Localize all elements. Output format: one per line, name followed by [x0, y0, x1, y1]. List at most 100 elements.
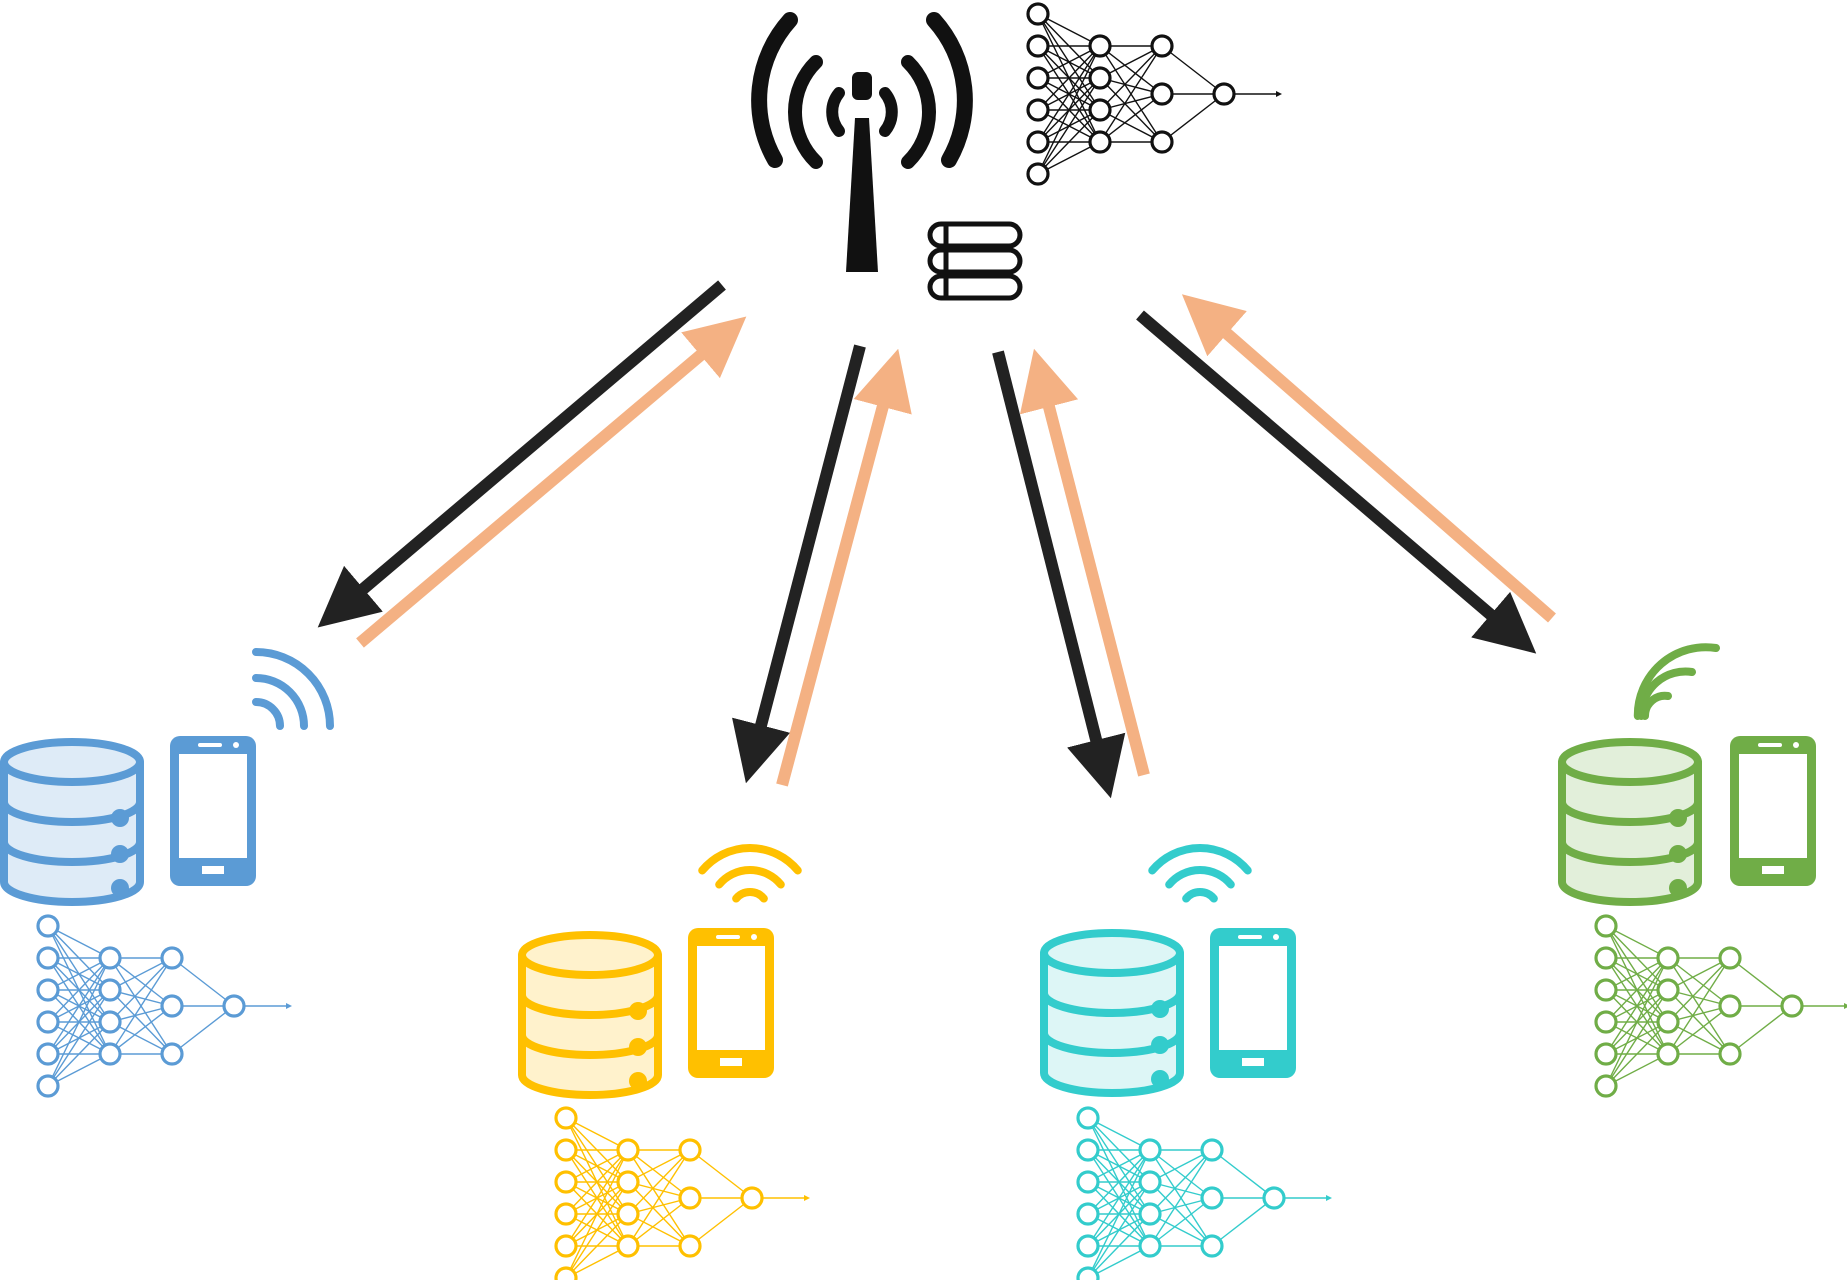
nn-connections — [565, 1117, 810, 1279]
neural-network-icon — [554, 1106, 810, 1280]
nn-node — [160, 946, 184, 970]
nn-node — [1076, 1266, 1100, 1280]
nn-node — [1150, 130, 1174, 154]
wifi-icon — [1148, 844, 1252, 903]
nn-node — [98, 978, 122, 1002]
smartphone-icon — [170, 736, 256, 886]
antenna-tower-icon — [751, 12, 973, 272]
nn-node — [554, 1234, 578, 1258]
nn-node — [1026, 2, 1050, 26]
smartphone-icon — [688, 928, 774, 1078]
nn-nodes — [1594, 914, 1804, 1098]
communication-links — [317, 280, 1556, 799]
nn-node — [1594, 914, 1618, 938]
nn-node — [1076, 1170, 1100, 1194]
wifi-icon — [1633, 643, 1720, 720]
nn-node — [1200, 1138, 1224, 1162]
nn-node — [1656, 946, 1680, 970]
nn-node — [1088, 98, 1112, 122]
downlink-arrow-client-1 — [317, 280, 726, 628]
downlink-arrow-client-4 — [1136, 310, 1537, 654]
server-stack-icon — [927, 221, 1023, 301]
nn-node — [1656, 978, 1680, 1002]
nn-node — [1780, 994, 1804, 1018]
nn-node — [616, 1138, 640, 1162]
smartphone-icon — [1730, 736, 1816, 886]
nn-node — [160, 1042, 184, 1066]
nn-node — [1200, 1186, 1224, 1210]
nn-node — [1026, 162, 1050, 186]
neural-network-icon — [1026, 2, 1282, 186]
nn-node — [616, 1170, 640, 1194]
uplink-arrow-client-4 — [1181, 294, 1556, 623]
smartphone-icon — [1210, 928, 1296, 1078]
nn-node — [1594, 946, 1618, 970]
nn-node — [1138, 1234, 1162, 1258]
nn-nodes — [36, 914, 246, 1098]
nn-node — [1594, 1074, 1618, 1098]
neural-network-icon — [1076, 1106, 1332, 1280]
nn-node — [1076, 1234, 1100, 1258]
nn-node — [1718, 946, 1742, 970]
nn-nodes — [1026, 2, 1236, 186]
nn-node — [1262, 1186, 1286, 1210]
database-icon — [1040, 929, 1184, 1097]
nn-node — [740, 1186, 764, 1210]
nn-node — [36, 946, 60, 970]
nn-node — [36, 978, 60, 1002]
nn-node — [1138, 1138, 1162, 1162]
nn-node — [1088, 130, 1112, 154]
downlink-arrow-client-2 — [732, 344, 866, 784]
client-device-yellow — [518, 844, 810, 1280]
database-icon — [1558, 738, 1702, 906]
wifi-icon — [698, 844, 802, 903]
nn-nodes — [554, 1106, 764, 1280]
nn-node — [1026, 130, 1050, 154]
nn-node — [98, 946, 122, 970]
nn-node — [1026, 66, 1050, 90]
nn-node — [1026, 98, 1050, 122]
nn-node — [36, 914, 60, 938]
client-device-blue — [0, 648, 334, 1098]
nn-node — [160, 994, 184, 1018]
nn-connections — [1087, 1117, 1332, 1279]
nn-nodes — [1076, 1106, 1286, 1280]
nn-node — [1594, 1010, 1618, 1034]
nn-node — [678, 1186, 702, 1210]
nn-node — [36, 1010, 60, 1034]
nn-node — [1656, 1010, 1680, 1034]
database-icon — [518, 931, 662, 1099]
nn-node — [616, 1202, 640, 1226]
nn-connections — [1037, 13, 1282, 175]
nn-node — [554, 1106, 578, 1130]
uplink-arrow-client-1 — [356, 316, 747, 648]
nn-node — [554, 1202, 578, 1226]
client-device-cyan — [1040, 844, 1332, 1280]
uplink-arrow-client-3 — [1019, 348, 1150, 777]
nn-node — [554, 1170, 578, 1194]
nn-node — [1594, 978, 1618, 1002]
client-device-green — [1558, 643, 1847, 1098]
nn-node — [98, 1042, 122, 1066]
nn-node — [98, 1010, 122, 1034]
nn-node — [1718, 994, 1742, 1018]
nn-node — [1594, 1042, 1618, 1066]
nn-node — [554, 1138, 578, 1162]
nn-node — [678, 1234, 702, 1258]
nn-node — [1076, 1106, 1100, 1130]
nn-node — [1138, 1202, 1162, 1226]
nn-node — [1076, 1202, 1100, 1226]
nn-node — [1138, 1170, 1162, 1194]
nn-node — [36, 1074, 60, 1098]
nn-node — [554, 1266, 578, 1280]
nn-node — [1088, 66, 1112, 90]
nn-node — [1656, 1042, 1680, 1066]
nn-node — [1150, 34, 1174, 58]
neural-network-icon — [36, 914, 292, 1098]
wifi-icon — [252, 648, 334, 730]
nn-node — [1026, 34, 1050, 58]
database-icon — [0, 738, 144, 906]
central-server — [751, 2, 1282, 301]
nn-node — [1200, 1234, 1224, 1258]
